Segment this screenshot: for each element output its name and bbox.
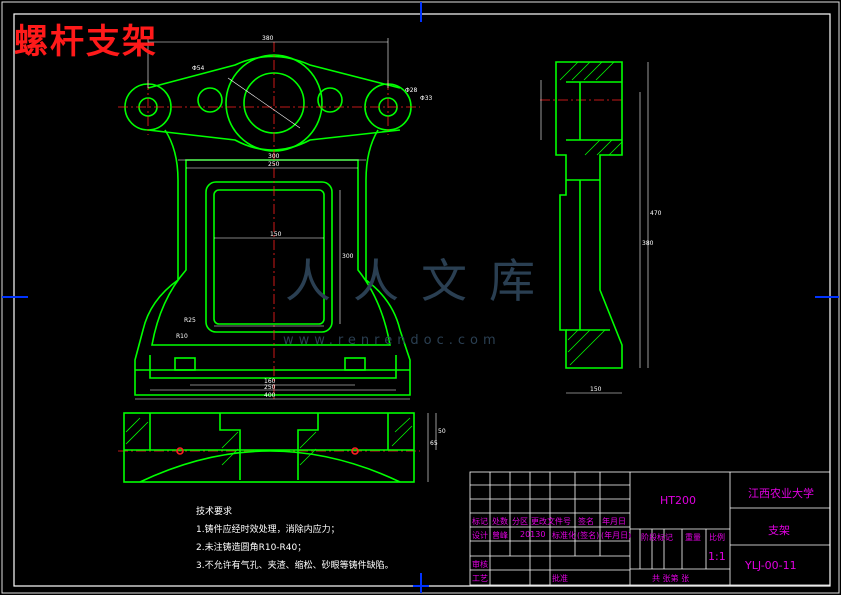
side-dim-lines — [540, 62, 649, 394]
bottom-hatch — [125, 417, 413, 466]
tb-approve: 批准 — [552, 574, 568, 583]
material: HT200 — [660, 494, 696, 507]
drawing-title: 螺杆支架 — [14, 22, 158, 62]
tb-sign2: (签名) — [577, 531, 600, 540]
dim-bottom2: 250 — [264, 384, 276, 391]
tb-sign: 签名 — [578, 517, 594, 526]
part-name: 支架 — [768, 524, 790, 537]
dim-mid-width2: 250 — [268, 161, 280, 168]
side-dim-text: 470 380 150 — [590, 210, 662, 393]
dim-phi2: Φ28 — [405, 87, 418, 94]
scale-value: 1:1 — [708, 550, 726, 563]
tb-date: 年月日 — [602, 517, 626, 526]
side-view — [555, 61, 623, 369]
dim-bottom3: 400 — [264, 392, 276, 399]
tb-process: 工艺 — [472, 574, 488, 583]
tb-count: 处数 — [492, 517, 508, 526]
tech-item: 2.未注铸造圆角R10-R40； — [196, 543, 307, 553]
tb-stage-mark: 阶段标记 — [641, 533, 673, 542]
dim-side-w: 150 — [590, 386, 602, 393]
dim-side-h2: 380 — [642, 240, 654, 247]
tb-mark: 标记 — [472, 517, 488, 526]
dim-bot-h2: 50 — [438, 428, 446, 435]
tb-design-name: 曾峰 — [492, 531, 508, 540]
tb-weight: 重量 — [685, 533, 701, 542]
dim-side-h1: 470 — [650, 210, 662, 217]
tech-item: 3.不允许有气孔、夹渣、缩松、砂眼等铸件缺陷。 — [196, 561, 394, 571]
tech-heading: 技术要求 — [196, 507, 233, 517]
tech-requirements: 技术要求 1.铸件应经时效处理，消除内应力； 2.未注铸造圆角R10-R40； … — [196, 503, 394, 575]
tb-design-date: 20130 — [520, 530, 546, 539]
side-hatch — [559, 61, 623, 366]
drawing-number: YLJ-00-11 — [745, 559, 797, 572]
dim-inner-width: 150 — [270, 231, 282, 238]
dim-inner-height: 300 — [342, 253, 354, 260]
dim-r-large: R25 — [184, 317, 196, 324]
dimension-lines — [135, 38, 410, 400]
dim-top-width: 380 — [262, 35, 274, 42]
dim-r-small: R10 — [176, 333, 188, 340]
tb-change-doc: 更改文件号 — [531, 517, 571, 526]
bottom-view — [123, 412, 415, 483]
dim-bottom1: 160 — [264, 378, 276, 385]
dim-bot-h1: 65 — [430, 440, 438, 447]
school-name: 江西农业大学 — [748, 487, 814, 500]
watermark-text: 人人文库 — [285, 254, 557, 308]
watermark-url: www.renrendoc.com — [283, 333, 501, 348]
tb-sheets: 共 张第 张 — [652, 574, 690, 583]
dim-phi1: Φ54 — [192, 65, 205, 72]
tb-zone: 分区 — [512, 517, 528, 526]
front-dim-text: 380 300 250 150 300 160 250 400 R25 R10 … — [176, 35, 433, 399]
dim-phi3: Φ33 — [420, 95, 433, 102]
tb-scale: 比例 — [709, 533, 725, 542]
tech-item: 1.铸件应经时效处理，消除内应力； — [196, 525, 340, 535]
bottom-dim-text: 65 50 — [427, 413, 446, 482]
dim-mid-width1: 300 — [268, 153, 280, 160]
title-block-grid — [469, 471, 831, 586]
tb-design: 设计 — [472, 531, 488, 540]
tb-standardize: 标准化 — [552, 531, 576, 540]
tb-date2: (年月日) — [601, 531, 632, 540]
tb-review: 审核 — [472, 560, 488, 569]
